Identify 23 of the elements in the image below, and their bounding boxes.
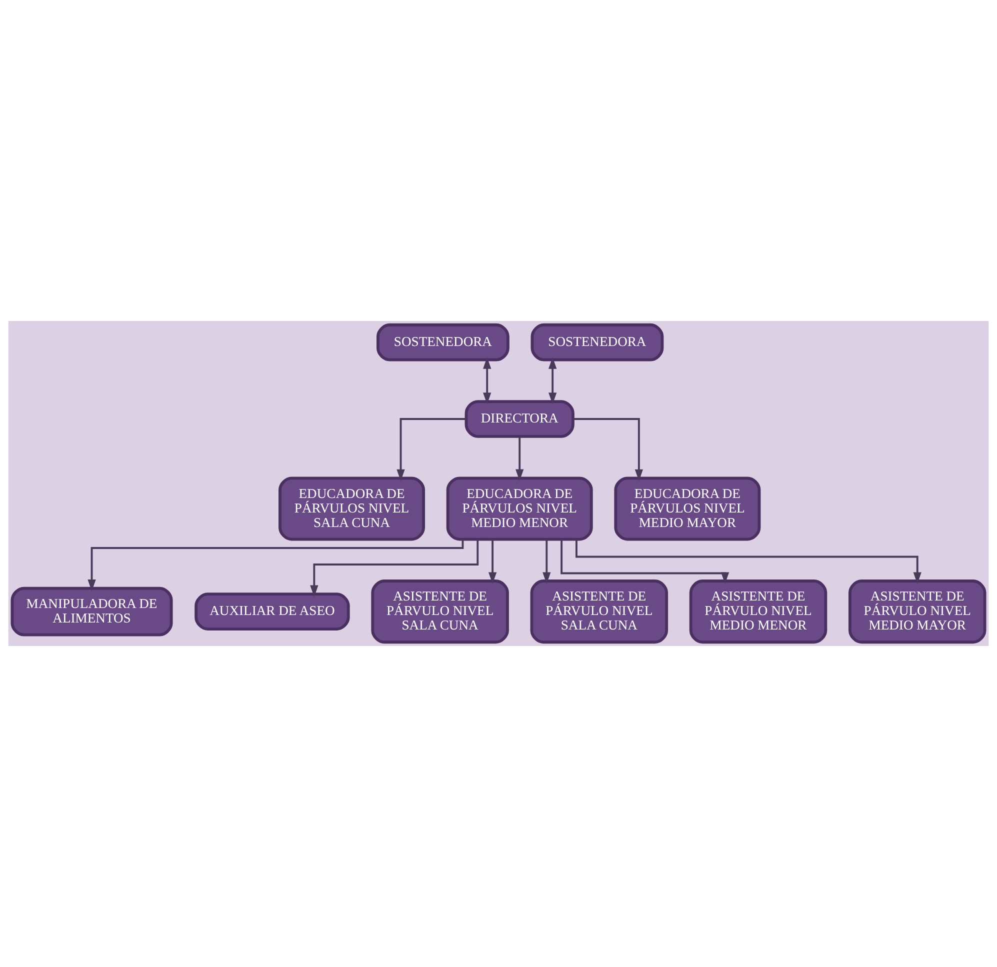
node-box: MANIPULADORA DE ALIMENTOS bbox=[10, 586, 173, 636]
node-box: DIRECTORA bbox=[464, 400, 574, 438]
arrow bbox=[572, 418, 644, 482]
arrow bbox=[88, 539, 464, 592]
node-box: SOSTENEDORA bbox=[530, 323, 664, 362]
arrow bbox=[548, 357, 557, 404]
arrow bbox=[310, 540, 479, 597]
arrow bbox=[516, 436, 524, 481]
node-box: EDUCADORA DE PÁRVULOS NIVEL SALA CUNA bbox=[278, 476, 425, 541]
arrow bbox=[483, 357, 492, 404]
arrow bbox=[576, 539, 922, 584]
node-box: AUXILIAR DE ASEO bbox=[194, 592, 350, 630]
node-box: ASISTENTE DE PÁRVULO NIVEL SALA CUNA bbox=[371, 580, 509, 644]
node-box: ASISTENTE DE PÁRVULO NIVEL SALA CUNA bbox=[530, 580, 668, 644]
arrow bbox=[542, 539, 551, 584]
node-box: ASISTENTE DE PÁRVULO NIVEL MEDIO MAYOR bbox=[848, 580, 986, 644]
node-box: ASISTENTE DE PÁRVULO NIVEL MEDIO MENOR bbox=[689, 580, 828, 644]
node-box: SOSTENEDORA bbox=[376, 323, 510, 362]
node-box: EDUCADORA DE PÁRVULOS NIVEL MEDIO MENOR bbox=[446, 476, 593, 541]
node-box: EDUCADORA DE PÁRVULOS NIVEL MEDIO MAYOR bbox=[614, 476, 761, 541]
arrow bbox=[488, 539, 497, 584]
arrow bbox=[396, 418, 466, 482]
arrow bbox=[560, 539, 730, 584]
